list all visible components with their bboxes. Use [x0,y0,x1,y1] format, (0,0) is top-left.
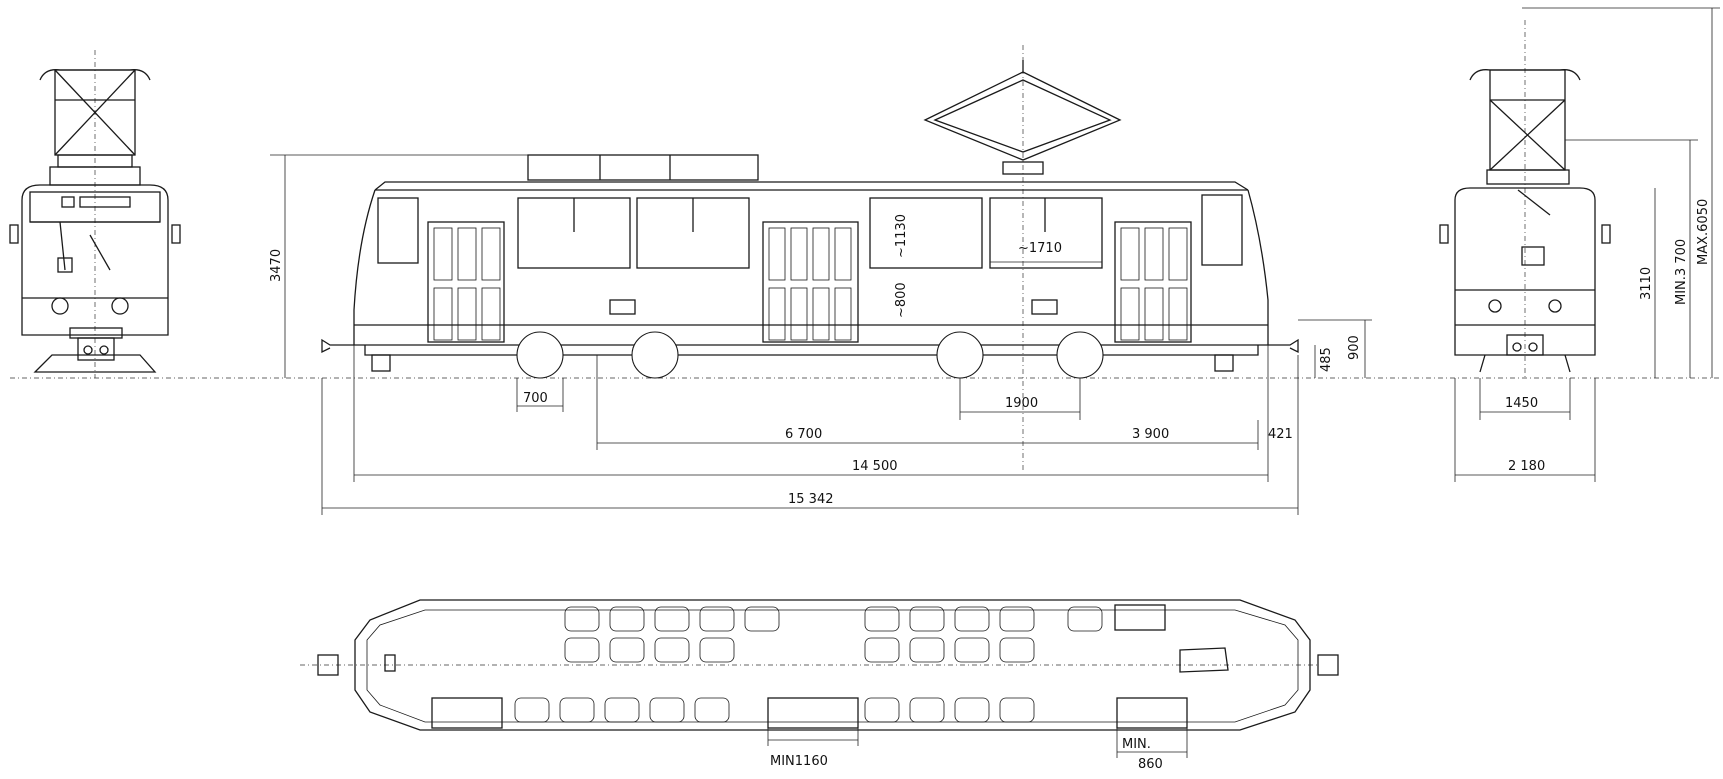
dim-track-gauge: 1450 [1505,396,1538,411]
dim-wheel-diameter: 700 [523,391,548,406]
dim-body-height: 3470 [269,249,284,282]
wheel-3 [936,331,984,379]
front-view-left [9,50,181,378]
dim-body-width: 2 180 [1508,459,1545,474]
dimension-lines [270,7,1720,758]
wheel-1 [516,331,564,379]
plan-view [300,599,1339,731]
side-view [321,45,1299,470]
door-3 [1114,221,1192,343]
dim-window-width: ~1710 [1018,241,1062,256]
wheel-2 [631,331,679,379]
dim-bogie-to-end: 3 900 [1132,427,1169,442]
dim-window-height: ~1130 [894,214,909,258]
wheel-4 [1056,331,1104,379]
seats [514,606,1103,723]
dim-bogie-centers: 6 700 [785,427,822,442]
dim-door-min-label: MIN. [1122,737,1151,752]
dim-coupler-overhang: 421 [1268,427,1293,442]
dim-window-sill: ~800 [894,282,909,318]
front-view-right [1439,20,1611,378]
dim-aisle-min: MIN1160 [770,754,828,769]
dim-coupler-height: 485 [1319,347,1334,372]
dim-overall-length: 15 342 [788,492,834,507]
dim-roof-height: 3110 [1639,267,1654,300]
dimension-labels: 700 1900 6 700 3 900 421 14 500 15 342 4… [269,199,1711,772]
dim-pantograph-min: MIN.3 700 [1674,239,1689,305]
dim-floor-height: 900 [1347,335,1362,360]
dim-pantograph-max: MAX.6050 [1696,199,1711,265]
dim-wheelbase: 1900 [1005,396,1038,411]
door-1 [427,221,505,343]
dim-body-length: 14 500 [852,459,898,474]
dim-door-min-value: 860 [1138,757,1163,772]
door-2 [762,221,859,343]
